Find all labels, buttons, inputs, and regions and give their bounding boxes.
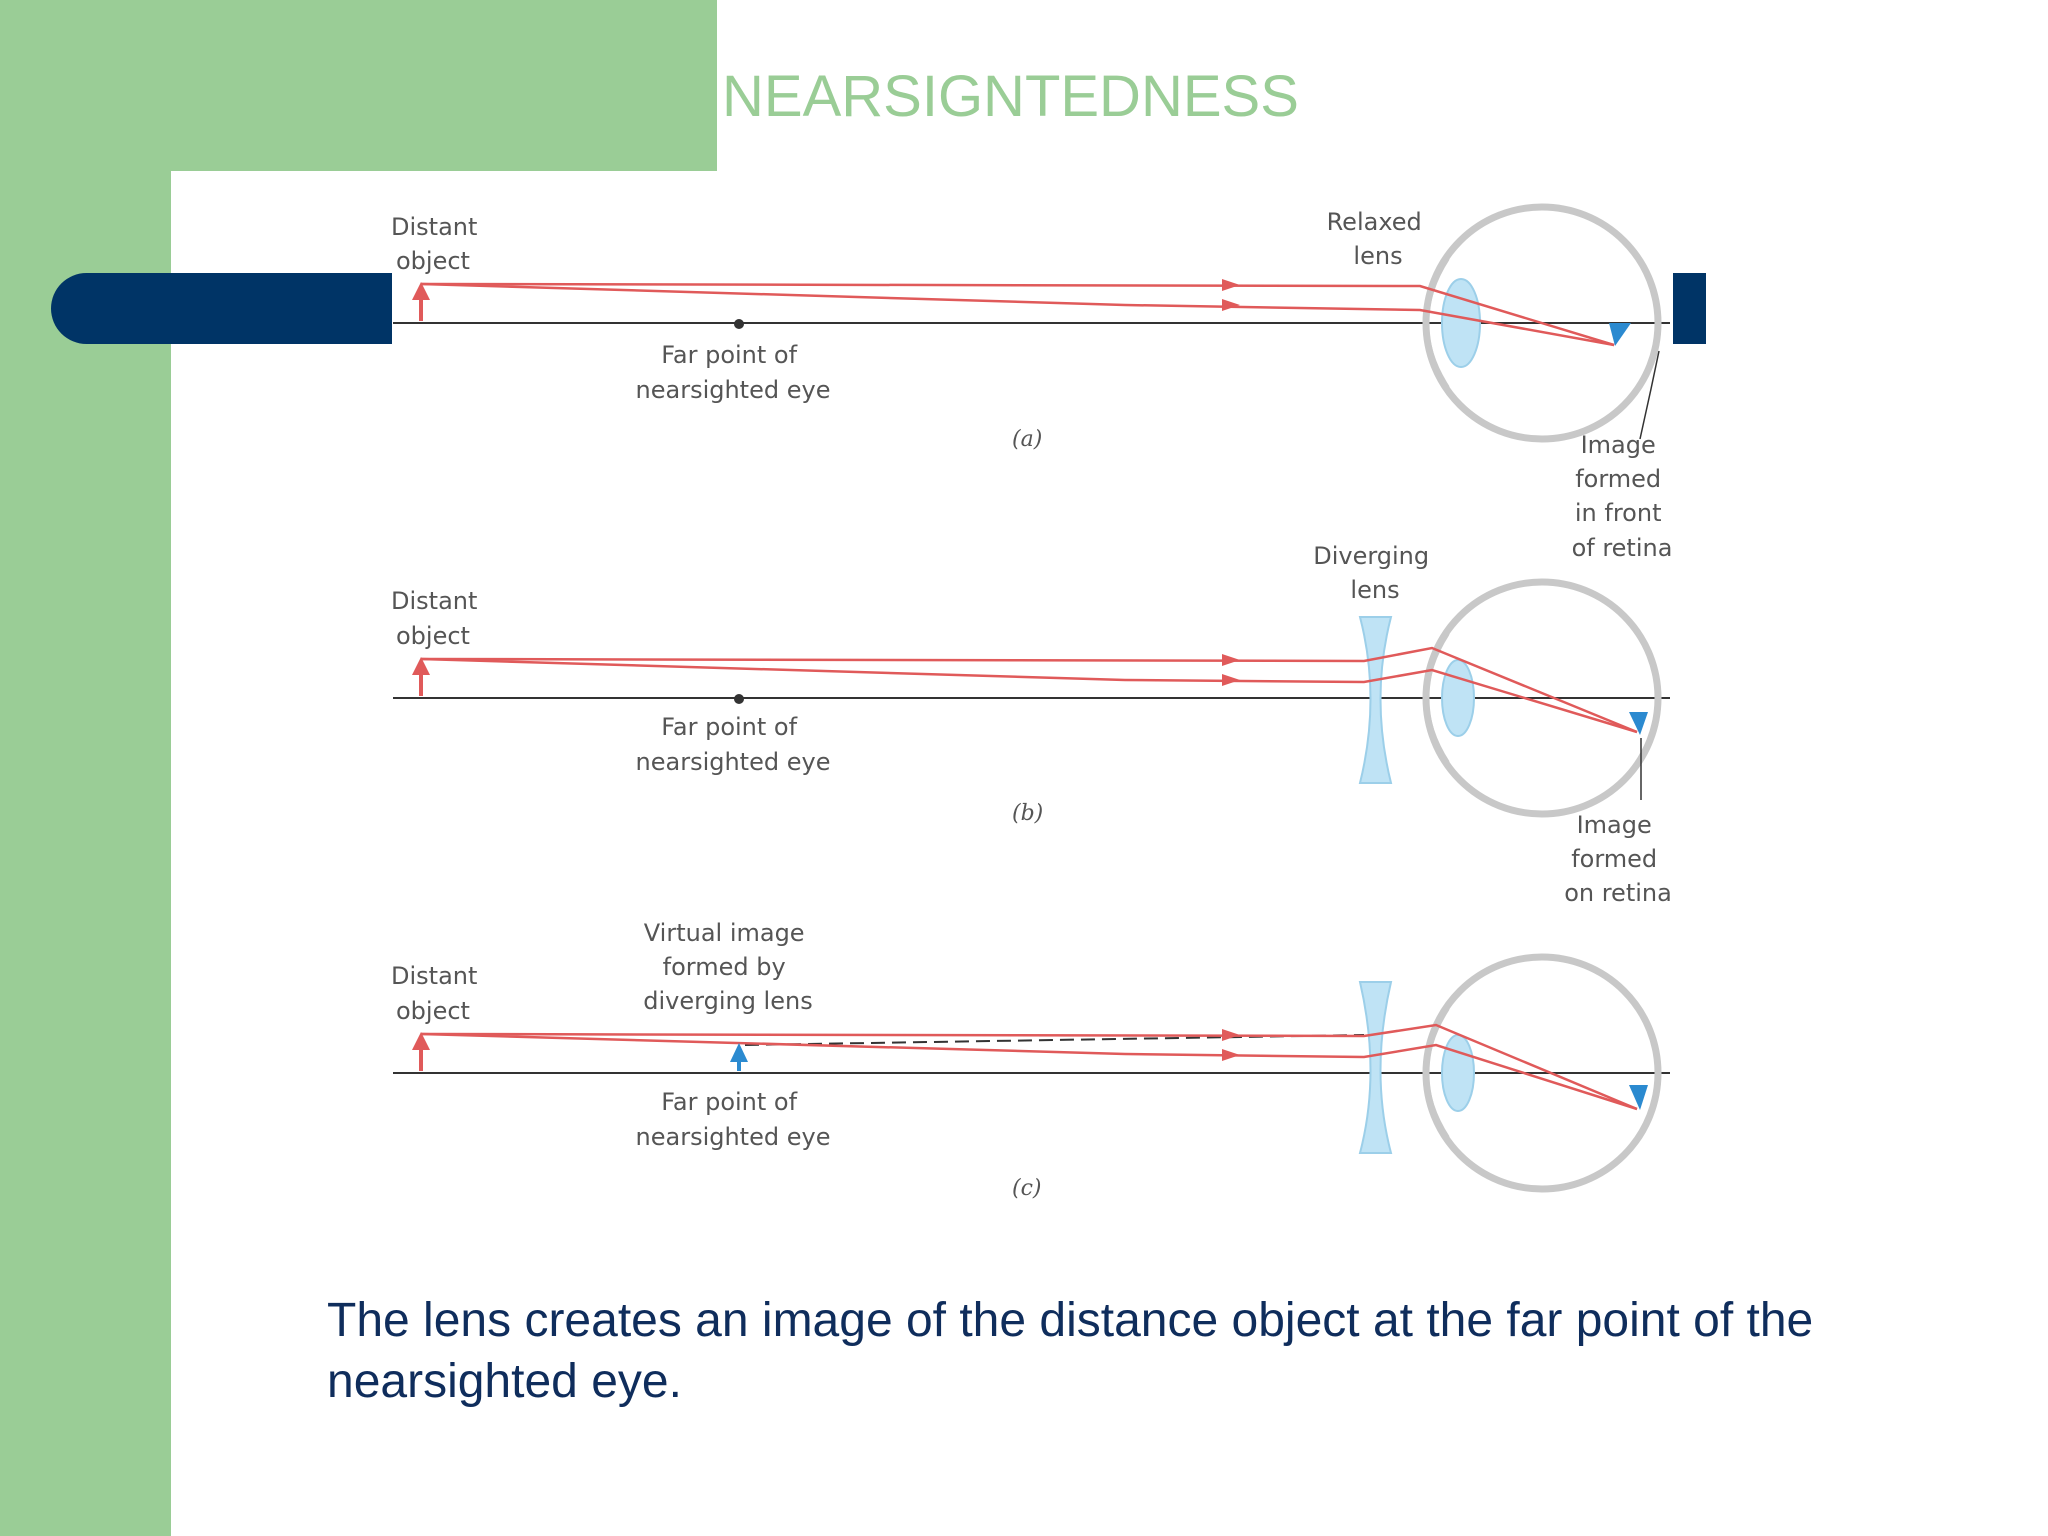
virtual-image-label: Virtual image formed by diverging lens: [643, 919, 812, 1015]
slide-caption: The lens creates an image of the distanc…: [327, 1294, 1814, 1408]
panel-caption-c: (c): [1012, 1176, 1042, 1201]
virtual-image-arrow-head: [730, 1043, 748, 1062]
ray-arrow: [1222, 299, 1240, 311]
navy-accent-bar-right: [1673, 273, 1706, 344]
ray-arrow: [1222, 1029, 1240, 1041]
panel-caption-b: (b): [1012, 801, 1043, 826]
object-arrow-head: [412, 657, 430, 675]
ray-upper: [420, 1023, 1638, 1111]
distant-object-label: Distant object: [391, 587, 485, 650]
panel-c: Virtual image formed by diverging lens D…: [391, 919, 1670, 1201]
ray-upper: [420, 646, 1638, 734]
image-leader-line: [1639, 350, 1660, 440]
ray-upper: [420, 282, 1615, 347]
panel-b: Diverging lens Distant object Far point …: [391, 542, 1672, 907]
ray-arrow: [1222, 279, 1240, 291]
image-arrow: [1629, 1085, 1648, 1110]
eye-lens: [1441, 659, 1475, 737]
image-arrow: [1629, 712, 1648, 735]
far-point-label: Far point of nearsighted eye: [636, 1088, 831, 1151]
navy-accent-bar-left: [51, 273, 392, 344]
cornea: [1423, 1006, 1450, 1140]
image-formed-label: Image formed in front of retina: [1572, 431, 1673, 562]
slide-title: NEARSIGNTEDNESS: [722, 64, 1299, 129]
panel-caption-a: (a): [1012, 427, 1042, 452]
distant-object-label: Distant object: [391, 213, 485, 275]
ray-lower: [420, 1032, 1638, 1111]
object-arrow-head: [412, 1032, 430, 1050]
relaxed-lens-label: Relaxed lens: [1327, 208, 1430, 270]
ray-arrow: [1222, 674, 1240, 686]
far-point-label: Far point of nearsighted eye: [636, 713, 831, 776]
far-point-dot: [734, 319, 744, 329]
object-arrow-head: [412, 282, 430, 300]
green-side-strip: [0, 0, 171, 1536]
cornea: [1423, 631, 1450, 765]
ray-lower: [420, 282, 1615, 347]
diverging-lens: [1358, 981, 1393, 1154]
cornea: [1423, 256, 1450, 390]
content-panel: [171, 171, 2048, 1536]
far-point-label: Far point of nearsighted eye: [636, 341, 831, 404]
ray-lower: [420, 657, 1638, 734]
ray-arrow: [1222, 654, 1240, 666]
image-formed-label: Image formed on retina: [1564, 811, 1672, 907]
panel-a: Distant object Far point of nearsighted …: [391, 203, 1673, 562]
eye-lens: [1441, 1034, 1475, 1112]
diverging-lens: [1358, 616, 1393, 784]
image-arrow: [1609, 323, 1631, 346]
ray-arrow: [1222, 1049, 1240, 1061]
relaxed-lens: [1441, 278, 1481, 368]
far-point-dot: [734, 694, 744, 704]
diverging-lens-label: Diverging lens: [1313, 542, 1437, 604]
distant-object-label: Distant object: [391, 962, 485, 1025]
